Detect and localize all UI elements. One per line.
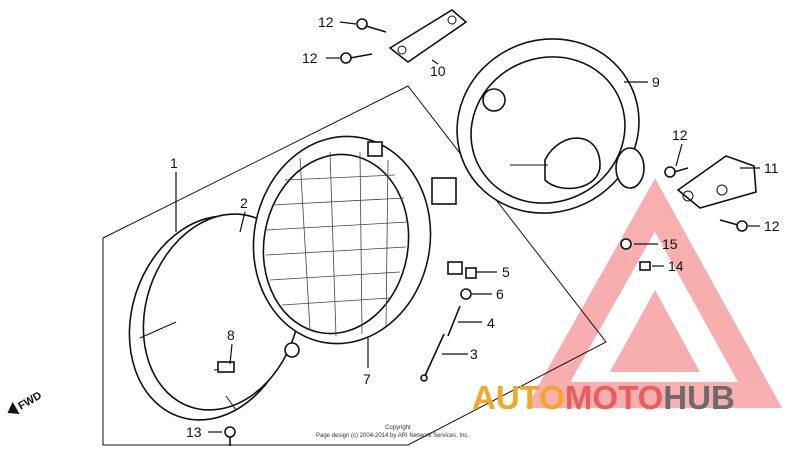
watermark-triangle	[525, 178, 783, 408]
label-part-6: 6	[496, 286, 504, 302]
label-part-13: 13	[186, 424, 202, 440]
watermark-moto: MOTO	[565, 379, 663, 416]
label-part-12-c: 12	[672, 127, 688, 143]
side-bracket	[676, 155, 757, 209]
bolt-12-d	[719, 219, 748, 232]
assembly-outline	[102, 85, 607, 446]
bolt-12-c	[664, 166, 689, 178]
spring-4	[447, 305, 461, 337]
label-part-10: 10	[430, 63, 446, 79]
watermark-text: AUTOMOTOHUB	[472, 379, 735, 416]
screw-13	[224, 426, 236, 446]
label-part-15: 15	[662, 236, 678, 252]
clip-8	[217, 361, 235, 373]
fwd-indicator: FWD	[7, 390, 44, 415]
watermark-hub: HUB	[663, 379, 735, 416]
label-part-3: 3	[470, 346, 478, 362]
copyright-title: Copyright	[385, 425, 411, 431]
washer-6	[460, 288, 472, 300]
fwd-arrow-icon	[7, 401, 20, 415]
label-part-11: 11	[764, 160, 779, 176]
label-part-12-a: 12	[318, 14, 334, 30]
headlight-case	[456, 38, 645, 214]
collar-14	[639, 261, 651, 271]
label-part-7: 7	[363, 371, 371, 387]
bolt-12-b	[340, 52, 373, 64]
label-part-12-d: 12	[764, 218, 780, 234]
watermark-auto: AUTO	[472, 379, 565, 416]
grommet-15	[620, 238, 632, 250]
label-part-4: 4	[487, 315, 495, 331]
screw-3	[420, 333, 445, 382]
upper-bracket	[388, 9, 468, 63]
label-part-1: 1	[170, 155, 178, 171]
nut-5	[465, 267, 477, 279]
part-labels: 1 2 3 4 5 6 7 8 9 10 11 12 12 12 12 13 1…	[170, 14, 780, 440]
label-part-12-b: 12	[302, 50, 318, 66]
leader-lines	[175, 21, 760, 433]
bolt-12-a	[356, 18, 387, 33]
label-part-2: 2	[240, 195, 248, 211]
label-part-8: 8	[227, 327, 235, 343]
sealed-beam-unit	[252, 135, 463, 345]
label-part-9: 9	[652, 74, 660, 90]
fwd-label: FWD	[16, 390, 44, 413]
label-part-14: 14	[668, 258, 684, 274]
label-part-5: 5	[502, 264, 510, 280]
copyright-notice: Page design (c) 2004-2014 by ARI Network…	[316, 433, 469, 439]
